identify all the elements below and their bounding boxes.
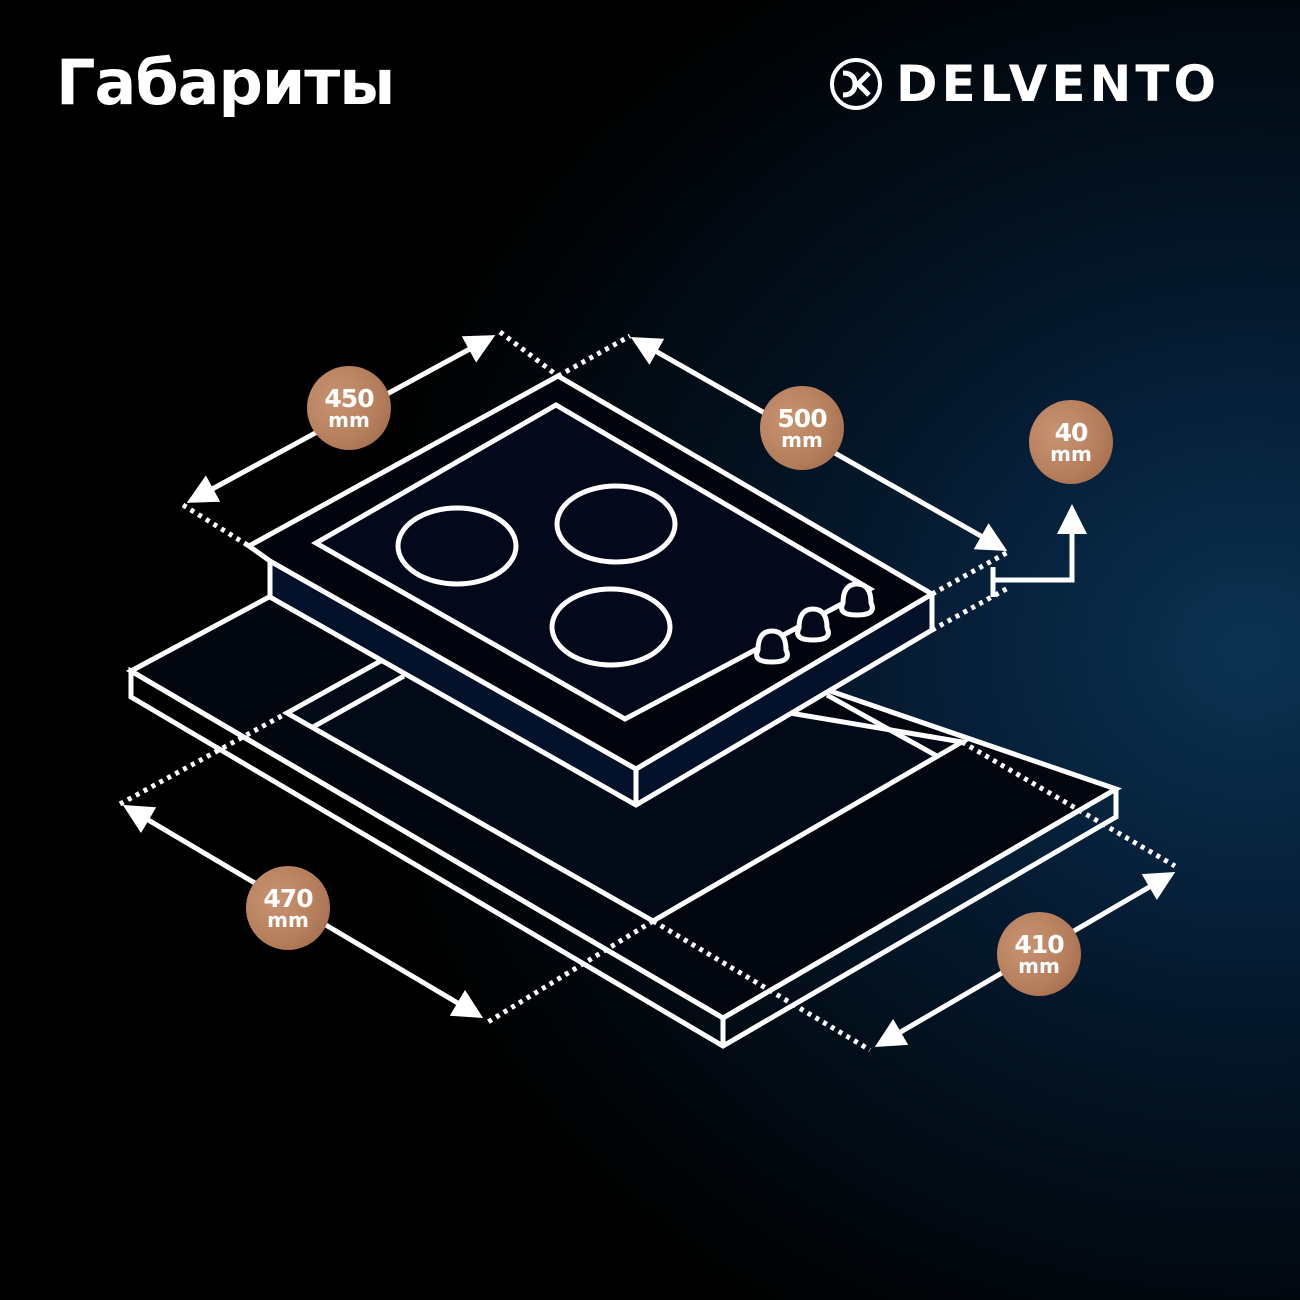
control-knobs <box>754 581 875 665</box>
arrow-40 <box>990 510 1072 597</box>
dimension-badge-cutout-depth: 410 mm <box>997 912 1081 996</box>
page-title: Габариты <box>56 46 395 119</box>
brand-name: DELVENTO <box>896 55 1220 113</box>
dimension-badge-depth: 500 mm <box>760 386 844 470</box>
delvento-logo-icon <box>830 58 882 110</box>
burner-front <box>549 586 673 668</box>
dimension-badge-cutout-width: 470 mm <box>246 866 330 950</box>
knob-1 <box>754 628 790 665</box>
knob-2 <box>795 606 831 643</box>
burners <box>395 483 678 668</box>
dimension-badge-width: 450 mm <box>307 366 391 450</box>
dimension-badge-height: 40 mm <box>1029 400 1113 484</box>
burner-rear-left <box>395 505 519 587</box>
brand-logo: DELVENTO <box>830 54 1220 114</box>
knob-3 <box>839 581 875 618</box>
